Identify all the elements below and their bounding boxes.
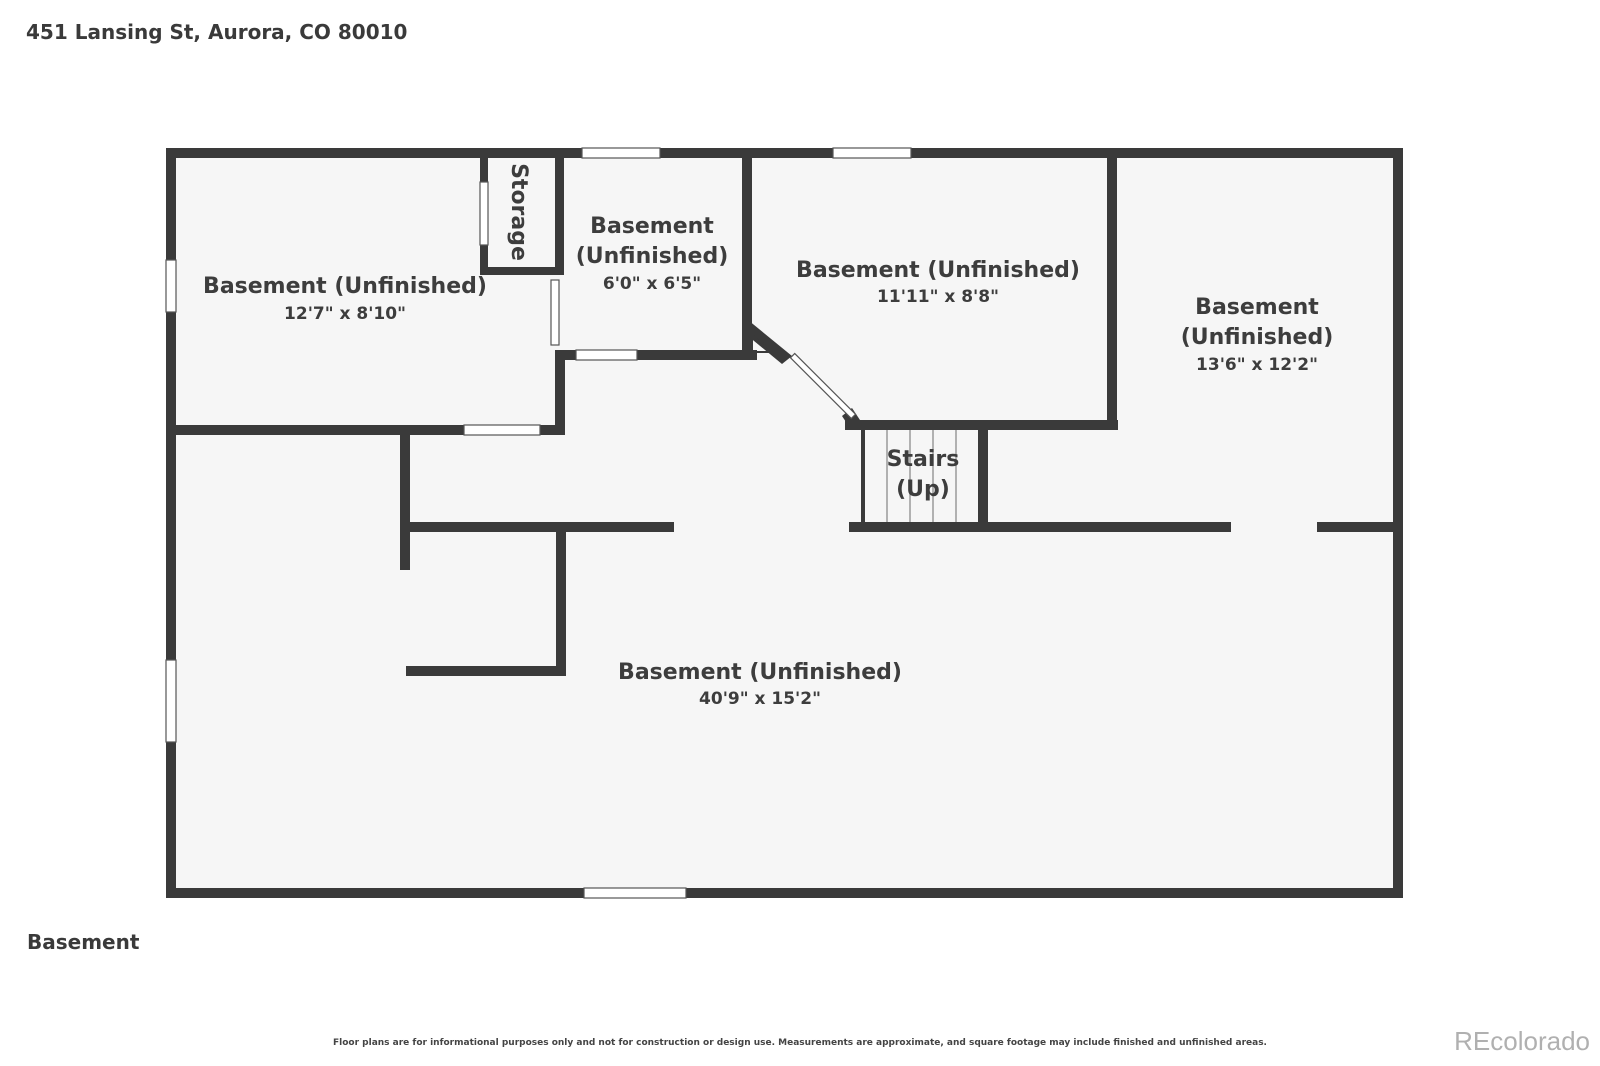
door-storage <box>479 181 489 246</box>
svg-text:40'9" x 15'2": 40'9" x 15'2" <box>699 689 821 709</box>
svg-text:Stairs: Stairs <box>887 447 960 472</box>
wall-diagonal-upper <box>748 320 792 364</box>
diagonal-hatch <box>751 329 775 353</box>
room-3-label: Basement (Unfinished) 11'11" x 8'8" <box>796 258 1080 307</box>
svg-text:11'11" x 8'8": 11'11" x 8'8" <box>877 287 999 307</box>
window-top-1 <box>581 147 661 159</box>
wall-closet-right <box>556 522 566 676</box>
svg-text:(Up): (Up) <box>896 477 950 502</box>
window-left-lower <box>165 659 177 743</box>
wall-middle-horizontal <box>400 522 674 532</box>
svg-text:Storage: Storage <box>506 163 531 261</box>
wall-right-partition-stub <box>1317 522 1397 532</box>
floor-label: Basement <box>27 930 140 954</box>
window-left-upper <box>165 259 177 313</box>
stairs-label: Stairs (Up) <box>887 447 960 502</box>
wall-closet-bottom <box>406 666 566 676</box>
door-room2-bottom <box>575 349 638 361</box>
window-bottom <box>583 887 687 899</box>
wall-left-partition-vertical <box>400 425 410 570</box>
door-room1-bottom <box>463 424 541 436</box>
svg-text:6'0" x 6'5": 6'0" x 6'5" <box>603 274 701 294</box>
wall-storage-left-lower <box>480 245 488 275</box>
outer-wall-left <box>166 148 176 898</box>
wall-room2-bottom-stub <box>560 350 576 360</box>
wall-room1-bottom-right <box>540 425 565 435</box>
wall-stairs-bottom <box>849 522 1231 532</box>
window-top-2 <box>832 147 912 159</box>
room-4-label: Basement (Unfinished) 13'6" x 12'2" <box>1181 295 1334 375</box>
room-main-label: Basement (Unfinished) 40'9" x 15'2" <box>618 660 902 709</box>
disclaimer-text: Floor plans are for informational purpos… <box>333 1038 1267 1048</box>
svg-text:Basement: Basement <box>1195 295 1319 320</box>
wall-room1-bottom-left <box>170 425 464 435</box>
svg-text:13'6" x 12'2": 13'6" x 12'2" <box>1196 355 1318 375</box>
property-address: 451 Lansing St, Aurora, CO 80010 <box>26 20 408 44</box>
wall-stairs-left <box>861 425 865 527</box>
room-2-label: Basement (Unfinished) 6'0" x 6'5" <box>576 214 729 294</box>
wall-room3-right <box>1107 152 1117 430</box>
brand-logo: REcolorado <box>1454 1026 1590 1056</box>
outer-wall-right <box>1393 148 1403 898</box>
diagonal-door-opening <box>789 352 857 420</box>
wall-room2-right <box>742 152 752 360</box>
outer-wall-bottom <box>166 888 1403 898</box>
svg-text:Basement (Unfinished): Basement (Unfinished) <box>203 274 487 299</box>
svg-text:Basement: Basement <box>590 214 714 239</box>
svg-text:12'7" x 8'10": 12'7" x 8'10" <box>284 304 406 324</box>
svg-text:Basement (Unfinished): Basement (Unfinished) <box>618 660 902 685</box>
svg-text:(Unfinished): (Unfinished) <box>1181 325 1334 350</box>
door-room2-left <box>550 279 560 346</box>
stairs-treads <box>886 430 957 522</box>
wall-storage-bottom <box>480 267 564 275</box>
wall-storage-right <box>555 152 564 274</box>
wall-stairs-right <box>978 425 988 532</box>
svg-text:Basement (Unfinished): Basement (Unfinished) <box>796 258 1080 283</box>
wall-storage-left <box>480 152 488 182</box>
outer-wall-top <box>166 148 1403 158</box>
room-1-label: Basement (Unfinished) 12'7" x 8'10" <box>203 274 487 324</box>
storage-label: Storage <box>506 163 531 261</box>
wall-room1-right-lower <box>555 350 565 435</box>
svg-text:(Unfinished): (Unfinished) <box>576 244 729 269</box>
wall-room2-bottom <box>637 350 757 360</box>
